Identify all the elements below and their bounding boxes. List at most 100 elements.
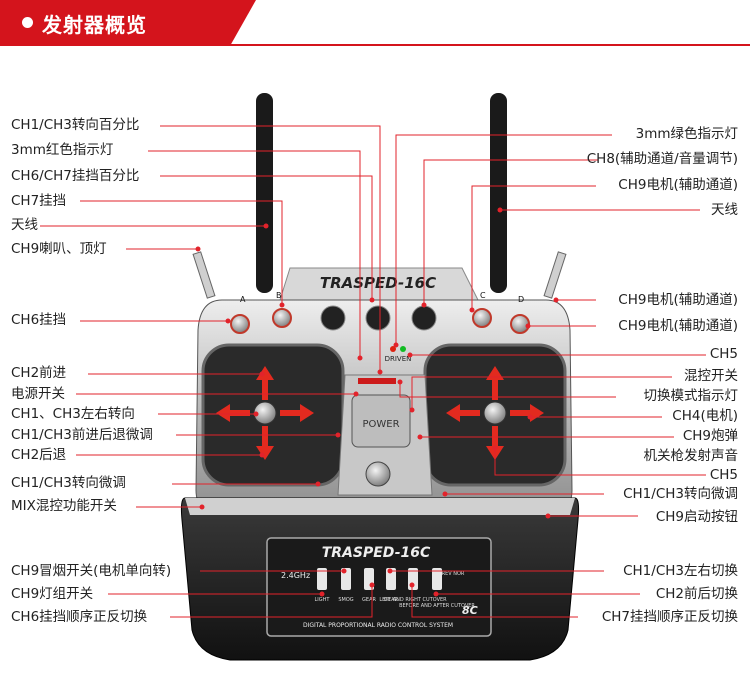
label-ch2-fb-switch: CH2前后切换 <box>656 585 738 603</box>
leader-dot <box>434 592 439 597</box>
toggle-switch-left[interactable] <box>193 252 215 298</box>
label-ch9-cannon: CH9炮弹 <box>683 427 738 445</box>
label-ch1-ch3-steering-rate: CH1/CH3转向百分比 <box>11 116 139 134</box>
switch-label: REV NOR <box>442 571 465 577</box>
label-ch6-ch7-gear-rate: CH6/CH7挂挡百分比 <box>11 167 139 185</box>
switch-label: GEAR <box>362 597 376 603</box>
label-power-switch: 电源开关 <box>11 385 65 403</box>
mix-knob[interactable] <box>366 462 390 486</box>
steering-rate-knob[interactable] <box>321 306 345 330</box>
antenna-right <box>490 93 507 293</box>
label-ch9-horn: CH9喇叭、顶灯 <box>11 240 107 258</box>
lower-body-silver-lip <box>185 498 575 515</box>
leader-dot <box>370 298 375 303</box>
label-ch9-lights: CH9灯组开关 <box>11 585 93 603</box>
gear-rate-knob[interactable] <box>366 306 390 330</box>
ch9-motor-button-c[interactable] <box>473 309 491 327</box>
label-mix-switch-right: 混控开关 <box>684 367 738 385</box>
label-ch9-motor-3: CH9电机(辅助通道) <box>618 317 738 335</box>
power-text: POWER <box>362 419 399 430</box>
leader-line <box>80 201 282 305</box>
label-ch2-forward: CH2前进 <box>11 364 66 382</box>
label-red-indicator: 3mm红色指示灯 <box>11 141 113 159</box>
leader-dot <box>422 303 427 308</box>
leader-dot <box>320 592 325 597</box>
leader-dot <box>254 412 259 417</box>
ch6-gear-button[interactable] <box>231 315 249 333</box>
leader-dot <box>493 446 498 451</box>
label-ch8-aux: CH8(辅助通道/音量调节) <box>587 150 738 168</box>
switch-label: SMOG <box>338 597 353 603</box>
driven-text: DRIVEN <box>385 355 412 363</box>
label-ch9-smoke: CH9冒烟开关(电机单向转) <box>11 562 171 580</box>
leader-dot <box>410 583 415 588</box>
leader-dot <box>260 372 265 377</box>
leader-dot <box>528 415 533 420</box>
leader-dot <box>443 492 448 497</box>
leader-dot <box>526 324 531 329</box>
leader-dot <box>358 356 363 361</box>
leader-dot <box>200 505 205 510</box>
leader-dot <box>410 408 415 413</box>
leader-dot <box>498 208 503 213</box>
label-ch5-bottom: CH5 <box>710 466 738 484</box>
ch8-volume-knob[interactable] <box>412 306 436 330</box>
leader-dot <box>260 453 265 458</box>
leader-dot <box>316 482 321 487</box>
green-indicator-led <box>400 346 406 352</box>
ch9-motor-button-d[interactable] <box>511 315 529 333</box>
leader-dot <box>394 343 399 348</box>
ch7-gear-button[interactable] <box>273 309 291 327</box>
label-ch9-start: CH9启动按钮 <box>656 508 738 526</box>
label-ch1-ch3-steering-trim-left: CH1/CH3转向微调 <box>11 474 126 492</box>
label-ch9-motor-1: CH9电机(辅助通道) <box>618 176 738 194</box>
label-green-indicator: 3mm绿色指示灯 <box>636 125 738 143</box>
right-stick[interactable] <box>484 402 506 424</box>
front-brand-logo: TRASPED-16C <box>322 545 431 561</box>
switch-a-label: A <box>240 295 246 304</box>
antenna-left <box>256 93 273 293</box>
label-ch1-ch3-steering: CH1、CH3左右转向 <box>11 405 135 423</box>
label-ch1-ch3-steering-trim-right: CH1/CH3转向微调 <box>623 485 738 503</box>
leader-dot <box>264 224 269 229</box>
switch-label: LIGHT <box>315 597 331 603</box>
label-ch9-motor-2: CH9电机(辅助通道) <box>618 291 738 309</box>
label-ch1-ch3-fb-trim: CH1/CH3前进后退微调 <box>11 426 153 444</box>
leader-dot <box>354 392 359 397</box>
label-antenna-right: 天线 <box>711 201 738 219</box>
label-ch1-ch3-lr-switch: CH1/CH3左右切换 <box>623 562 738 580</box>
label-ch7-reverse: CH7挂挡顺序正反切换 <box>602 608 738 626</box>
leader-dot <box>226 319 231 324</box>
label-ch2-backward: CH2后退 <box>11 446 66 464</box>
leader-dot <box>418 435 423 440</box>
switch-b-label: B <box>276 291 282 300</box>
frequency-text: 2.4GHz <box>281 571 310 580</box>
label-machine-gun: 机关枪发射声音 <box>644 447 739 465</box>
leader-dot <box>388 569 393 574</box>
leader-dot <box>196 247 201 252</box>
system-text: DIGITAL PROPORTIONAL RADIO CONTROL SYSTE… <box>303 622 453 629</box>
leader-dot <box>470 308 475 313</box>
label-mix-switch: MIX混控功能开关 <box>11 497 117 515</box>
leader-dot <box>336 433 341 438</box>
leader-dot <box>398 380 403 385</box>
toggle-switch-right[interactable] <box>544 252 566 298</box>
leader-dot <box>378 370 383 375</box>
leader-dot <box>554 298 559 303</box>
label-ch6-gear: CH6挂挡 <box>11 311 66 329</box>
label-ch4-motor: CH4(电机) <box>672 407 738 425</box>
label-ch5-top: CH5 <box>710 345 738 363</box>
model-badge: 8C <box>462 604 478 617</box>
brand-logo: TRASPED-16C <box>320 274 436 292</box>
leader-dot <box>370 583 375 588</box>
label-ch7-gear: CH7挂挡 <box>11 192 66 210</box>
leader-dot <box>546 514 551 519</box>
switch-d-label: D <box>518 295 524 304</box>
label-mode-indicator: 切换模式指示灯 <box>644 387 739 405</box>
switch-c-label: C <box>480 291 486 300</box>
label-ch6-reverse: CH6挂挡顺序正反切换 <box>11 608 147 626</box>
leader-dot <box>342 569 347 574</box>
leader-dot <box>280 303 285 308</box>
mode-indicator-light <box>358 378 396 384</box>
